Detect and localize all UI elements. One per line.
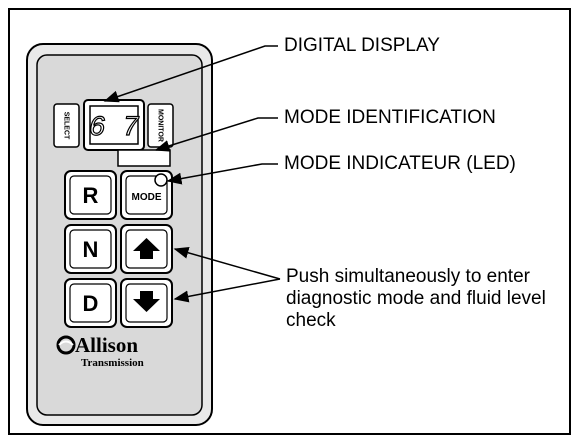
d-button-label: D (83, 291, 99, 316)
n-button-label: N (83, 237, 99, 262)
d-button[interactable]: D (64, 278, 117, 328)
leader-lines (103, 45, 281, 303)
up-arrow-icon (133, 238, 160, 259)
select-button[interactable]: SELECT (53, 103, 80, 148)
monitor-label: MONITOR (157, 109, 164, 142)
brand-name: Allison (75, 333, 138, 357)
monitor-button[interactable]: MONITOR (147, 103, 174, 148)
mode-identification-callout: MODE IDENTIFICATION (284, 107, 496, 128)
mode-indicator-callout: MODE INDICATEUR (LED) (284, 153, 516, 174)
r-button[interactable]: R (64, 170, 117, 220)
select-label: SELECT (63, 112, 70, 140)
down-arrow-icon (133, 291, 160, 312)
down-button[interactable] (120, 278, 173, 328)
diagram-frame (8, 8, 571, 435)
mode-led-indicator (154, 173, 168, 187)
digital-display: 6 7 (83, 99, 145, 151)
brand-sub: Transmission (81, 357, 144, 369)
r-button-label: R (83, 183, 99, 208)
push-simultaneously-callout: Push simultaneously to enter diagnostic … (286, 266, 546, 331)
n-button[interactable]: N (64, 224, 117, 274)
mode-button-label: MODE (132, 192, 162, 203)
mode-identification-window (117, 149, 171, 167)
digital-display-callout: DIGITAL DISPLAY (284, 35, 440, 56)
up-button[interactable] (120, 224, 173, 274)
display-readout: 6 7 (89, 113, 140, 144)
allison-logo: Allison Transmission (56, 333, 144, 369)
